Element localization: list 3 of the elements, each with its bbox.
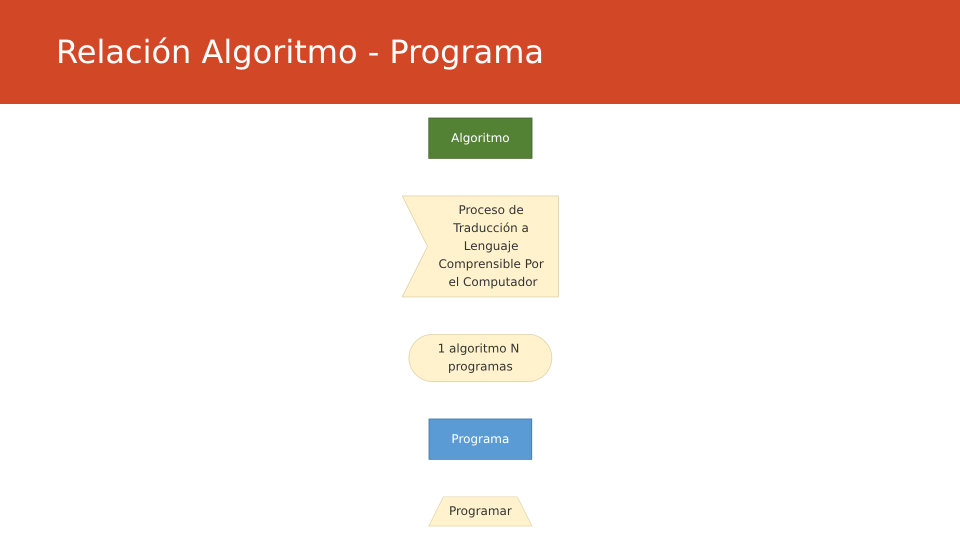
node-box: Algoritmo (428, 118, 532, 159)
slide-title: Relación Algoritmo - Programa (56, 33, 544, 71)
node-box: Programa (428, 418, 532, 460)
